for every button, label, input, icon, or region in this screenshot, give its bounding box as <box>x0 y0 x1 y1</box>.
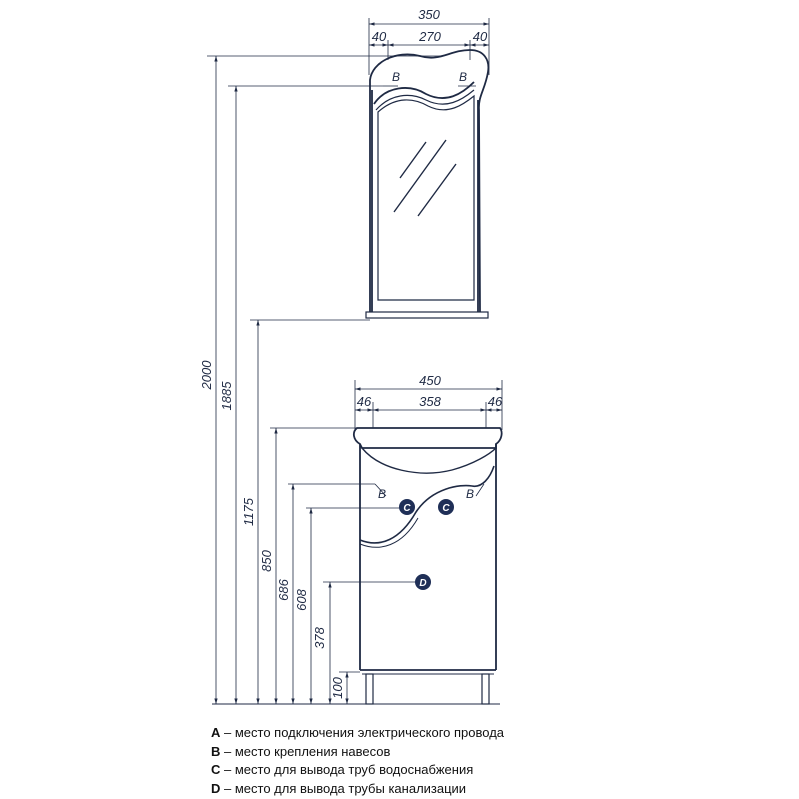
height-label-1885: 1885 <box>219 381 234 411</box>
marker-c-left: C <box>399 499 415 515</box>
mirror-right-label: 40 <box>473 29 488 44</box>
mirror-left-label: 40 <box>372 29 387 44</box>
cabinet-right-label: 46 <box>488 394 503 409</box>
cabinet-inner-label: 358 <box>419 394 441 409</box>
height-label-608: 608 <box>294 588 309 610</box>
height-label-1175: 1175 <box>241 497 256 526</box>
svg-text:D: D <box>419 578 426 589</box>
legend-item-c: C – место для вывода труб водоснабжения <box>211 762 474 777</box>
height-label-850: 850 <box>259 549 274 571</box>
legend: A – место подключения электрического про… <box>211 724 504 798</box>
height-dimensions <box>207 55 500 705</box>
cabinet-width-label: 450 <box>419 373 441 388</box>
marker-b-cabinet-right: B <box>466 487 474 501</box>
cabinet-left-label: 46 <box>357 394 372 409</box>
marker-b-mirror-left: B <box>392 70 400 84</box>
mirror-width-label: 350 <box>418 7 440 22</box>
legend-item-a: A – место подключения электрического про… <box>211 725 505 740</box>
marker-d: D <box>415 574 431 590</box>
legend-item-b: B – место крепления навесов <box>211 743 391 759</box>
marker-b-cabinet-left: B <box>378 487 386 501</box>
mirror <box>365 49 490 319</box>
b-pointers <box>374 85 485 583</box>
svg-text:C: C <box>442 503 450 514</box>
cabinet <box>353 427 503 705</box>
mirror-dimensions <box>368 18 490 75</box>
marker-c-right: C <box>438 499 454 515</box>
height-label-100: 100 <box>330 676 345 698</box>
svg-text:C: C <box>403 503 411 514</box>
height-label-2000: 2000 <box>199 360 214 391</box>
legend-item-d: D – место для вывода трубы канализации <box>211 780 467 796</box>
marker-b-mirror-right: B <box>459 70 467 84</box>
height-label-686: 686 <box>276 578 291 600</box>
cabinet-dimensions <box>354 380 503 430</box>
mirror-inner-label: 270 <box>418 29 441 44</box>
height-label-378: 378 <box>312 626 327 648</box>
